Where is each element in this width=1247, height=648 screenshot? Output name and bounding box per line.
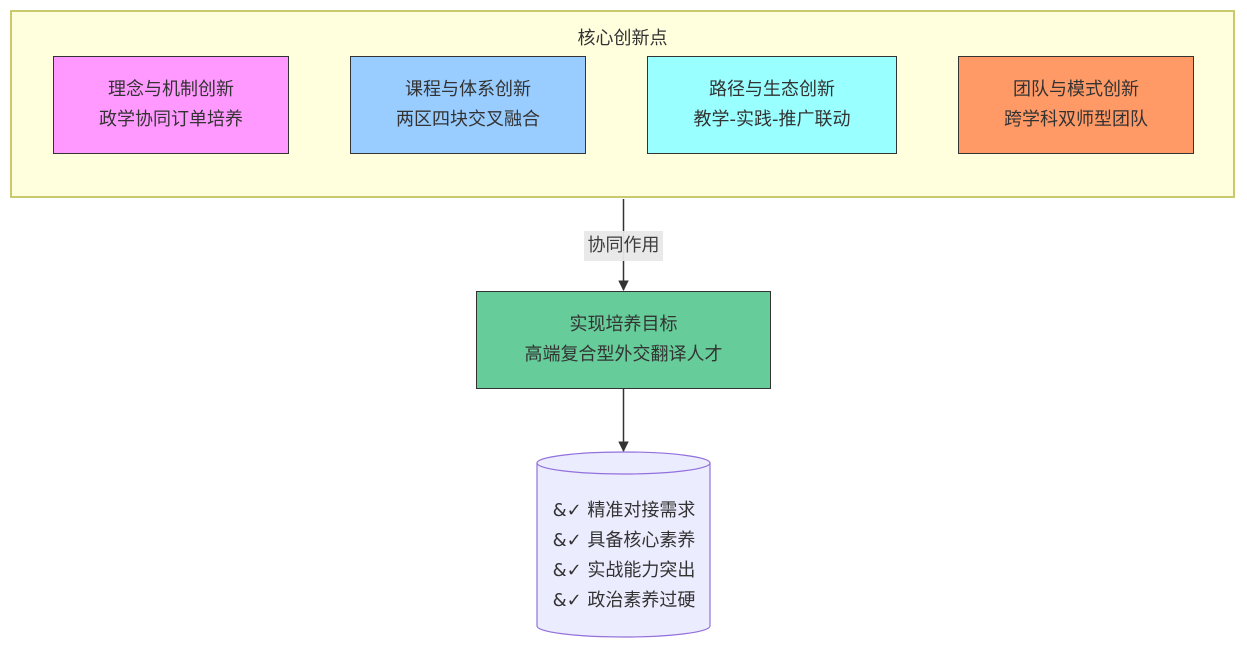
node-subtitle: 高端复合型外交翻译人才 [524,344,723,365]
node-title: 实现培养目标 [569,314,678,335]
node-subtitle: 教学-实践-推广联动 [693,109,851,130]
node-team-mode-innovation[interactable]: 团队与模式创新 跨学科双师型团队 [958,56,1194,154]
node-title: 课程与体系创新 [405,79,531,100]
cylinder-top [536,451,711,475]
node-subtitle: 跨学科双师型团队 [1004,109,1148,130]
node-title: 团队与模式创新 [1013,79,1139,100]
cluster-title: 核心创新点 [577,28,668,49]
node-curriculum-system-innovation[interactable]: 课程与体系创新 两区四块交叉融合 [350,56,586,154]
node-title: 理念与机制创新 [108,79,234,100]
node-path-ecology-innovation[interactable]: 路径与生态创新 教学-实践-推广联动 [647,56,897,154]
node-subtitle: 两区四块交叉融合 [396,109,540,130]
outcome-item: &✓ 实战能力突出 [552,560,696,581]
node-training-goal[interactable]: 实现培养目标 高端复合型外交翻译人才 [476,291,771,389]
outcome-item: &✓ 具备核心素养 [552,530,696,551]
edge-label-synergy: 协同作用 [584,231,663,261]
node-subtitle: 政学协同订单培养 [99,109,243,130]
node-title: 路径与生态创新 [709,79,835,100]
outcomes-list[interactable]: &✓ 精准对接需求 &✓ 具备核心素养 &✓ 实战能力突出 &✓ 政治素养过硬 [537,496,711,616]
outcome-item: &✓ 精准对接需求 [552,500,696,521]
node-idea-mechanism-innovation[interactable]: 理念与机制创新 政学协同订单培养 [53,56,289,154]
outcome-item: &✓ 政治素养过硬 [552,590,696,611]
